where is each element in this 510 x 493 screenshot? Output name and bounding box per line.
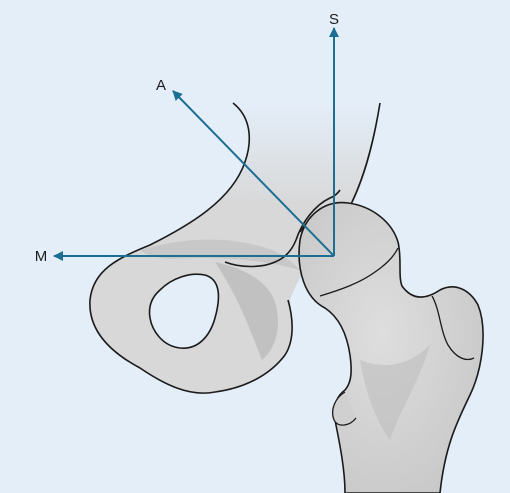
- anterior-axis-arrow: [172, 90, 335, 257]
- obturator-foramen: [148, 273, 220, 349]
- anterior-axis-label: A: [156, 77, 166, 94]
- ilium-right-edge: [347, 102, 381, 211]
- ilium-left-edge: [89, 102, 293, 394]
- acetabulum-shade: [215, 262, 278, 360]
- lesser-trochanter: [331, 391, 357, 426]
- greater-trochanter-ridge: [431, 295, 475, 361]
- superior-axis-label: S: [329, 11, 339, 28]
- femoral-head-neck-line: [319, 247, 399, 297]
- medial-axis-label: M: [35, 248, 48, 265]
- upper-rim-shade: [140, 239, 300, 270]
- femur-shaft-shade: [360, 345, 430, 440]
